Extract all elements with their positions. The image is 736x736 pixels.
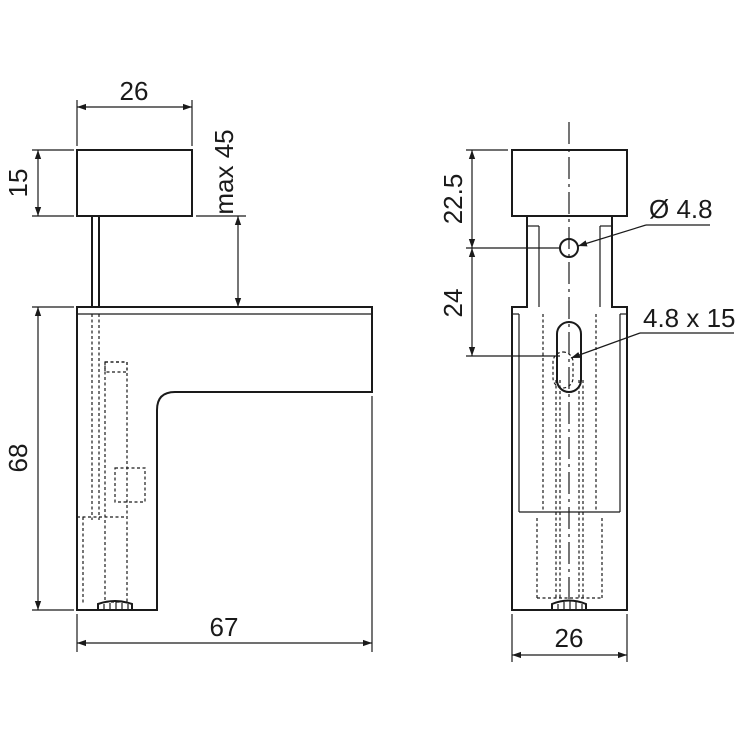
dim-max-gap: max 45 [209, 129, 239, 214]
set-screw [551, 599, 587, 611]
hidden-nut [114, 467, 146, 503]
dim-body-width: 67 [210, 612, 239, 642]
slot [556, 321, 582, 393]
side-view: 26 15 max 45 68 67 [3, 76, 373, 652]
front-view: 22.5 24 Ø 4.8 4.8 x 15 26 [438, 122, 736, 662]
dim-top-height: 15 [3, 169, 33, 198]
hidden-screw-head [104, 361, 128, 373]
dim-body-height: 68 [3, 444, 33, 473]
bracket-body [76, 306, 373, 611]
dim-front-top-height: 22.5 [438, 174, 468, 225]
hidden-slot-insert [552, 351, 574, 389]
leader-slot [570, 332, 641, 359]
label-slot-size: 4.8 x 15 [643, 303, 736, 333]
leader-hole [577, 224, 647, 247]
dim-top-width: 26 [120, 76, 149, 106]
clamp-block [76, 149, 193, 217]
hidden-screw [104, 361, 128, 603]
label-hole-diameter: Ø 4.8 [649, 194, 713, 224]
dim-front-mid-height: 24 [438, 289, 468, 318]
dim-front-width: 26 [555, 623, 584, 653]
set-screw [97, 600, 133, 611]
